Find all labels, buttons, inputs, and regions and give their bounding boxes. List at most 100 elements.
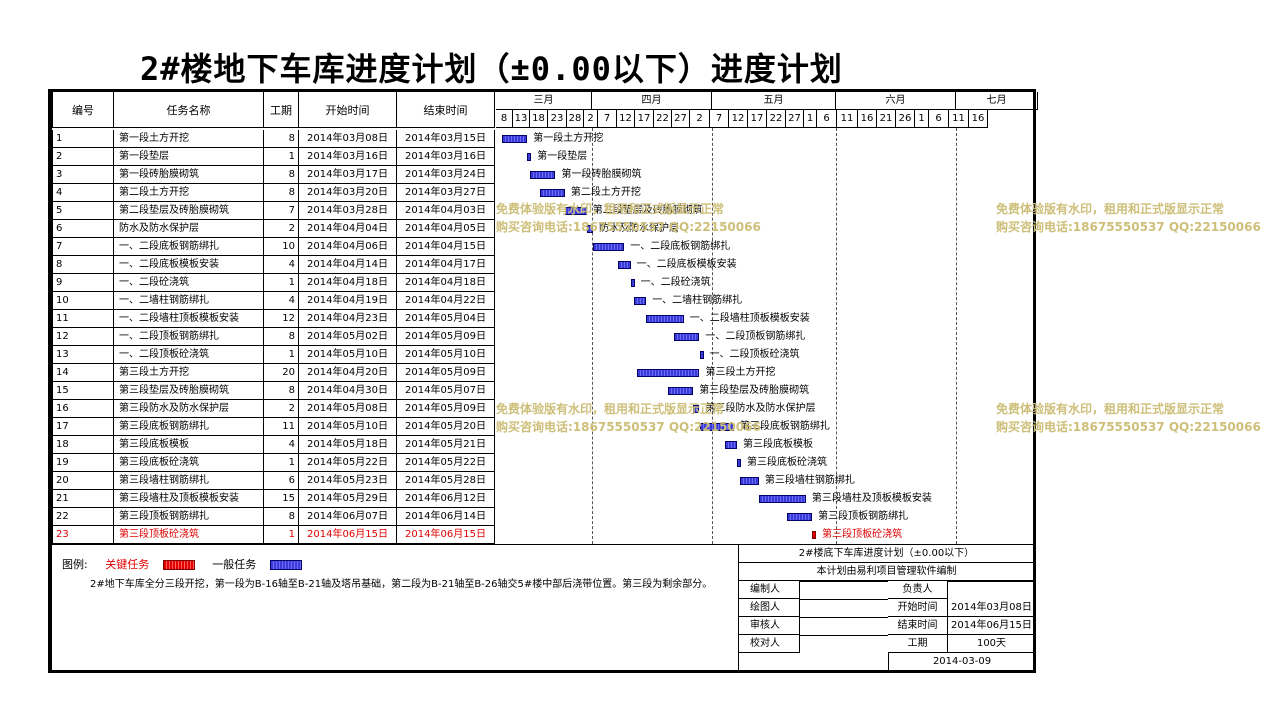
gantt-bar-label: 第三段防水及防水保护层 [705,403,816,414]
task-start: 2014年03月08日 [299,130,397,148]
task-no: 21 [52,490,114,508]
task-end: 2014年05月20日 [397,418,495,436]
task-duration: 8 [264,184,299,202]
legend-critical-label: 关键任务 [105,558,150,571]
notes: 2#地下车库全分三段开挖，第一段为B-16轴至B-21轴及塔吊基础，第二段为B-… [90,579,713,590]
task-no: 15 [52,382,114,400]
watermark-line1: 免费体验版有水印，租用和正式版显示正常 [996,402,1225,416]
header-duration: 工期 [264,92,299,128]
task-name: 一、二段墙柱顶板模板安装 [114,310,264,328]
watermark-2: 免费体验版有水印，租用和正式版显示正常 购买咨询电话:18675550537 Q… [996,200,1261,236]
task-duration: 7 [264,202,299,220]
header-name: 任务名称 [114,92,264,128]
task-no: 22 [52,508,114,526]
task-name: 第一段垫层 [114,148,264,166]
task-start: 2014年05月02日 [299,328,397,346]
legend-normal-swatch [269,560,302,570]
gantt-bar-label: 第三段顶板砼浇筑 [822,529,903,540]
task-no: 13 [52,346,114,364]
gantt-bar-label: 第三段土方开挖 [705,367,776,378]
month-header: 四月 [592,92,712,110]
task-name: 一、二段砼浇筑 [114,274,264,292]
task-name: 第三段土方开挖 [114,364,264,382]
task-name: 一、二段底板钢筋绑扎 [114,238,264,256]
task-end: 2014年06月15日 [397,526,495,544]
gantt-bar [787,513,813,521]
gantt-bar-label: 一、二段顶板钢筋绑扎 [705,331,806,342]
day-tick: 2 [690,110,710,128]
task-name: 一、二段顶板砼浇筑 [114,346,264,364]
info-end-value: 2014年06月15日 [948,617,1036,635]
day-tick: 28 [567,110,584,128]
task-start: 2014年05月10日 [299,418,397,436]
gantt-bar [636,369,700,377]
watermark-line1: 免费体验版有水印，租用和正式版显示正常 [496,402,725,416]
info-start-value: 2014年03月08日 [948,599,1036,617]
schedule-frame [48,89,1036,673]
task-name: 第二段土方开挖 [114,184,264,202]
task-end: 2014年04月18日 [397,274,495,292]
info-checker-label: 校对人 [738,635,800,653]
gantt-bar-label: 第三段墙柱钢筋绑扎 [764,475,855,486]
task-end: 2014年03月15日 [397,130,495,148]
task-start: 2014年04月04日 [299,220,397,238]
watermark-line2: 购买咨询电话:18675550537 QQ:22150066 [496,420,761,434]
day-tick: 17 [748,110,767,128]
page-title: 2#楼地下车库进度计划（±0.00以下）进度计划 [140,50,843,88]
gantt-bar [812,531,817,539]
task-end: 2014年05月10日 [397,346,495,364]
task-duration: 12 [264,310,299,328]
day-tick: 12 [617,110,635,128]
gantt-bar-label: 一、二墙柱钢筋绑扎 [652,295,743,306]
legend: 图例: 关键任务 一般任务 [62,556,302,572]
task-no: 8 [52,256,114,274]
info-owner-label: 负责人 [888,581,948,599]
task-end: 2014年06月14日 [397,508,495,526]
gantt-bar [593,243,625,251]
gantt-bar-label: 第二段土方开挖 [570,187,641,198]
task-start: 2014年04月19日 [299,292,397,310]
task-no: 10 [52,292,114,310]
task-end: 2014年04月22日 [397,292,495,310]
gantt-bar [740,477,759,485]
gantt-bar [724,441,737,449]
task-duration: 1 [264,346,299,364]
task-duration: 4 [264,436,299,454]
task-start: 2014年04月30日 [299,382,397,400]
gantt-bar [633,297,647,305]
gantt-bar-label: 一、二段顶板砼浇筑 [709,349,800,360]
gantt-bar [646,315,684,323]
task-start: 2014年03月20日 [299,184,397,202]
task-name: 第一段土方开挖 [114,130,264,148]
gantt-bar [527,153,532,161]
task-no: 17 [52,418,114,436]
bottom-divider [52,544,1036,545]
task-end: 2014年06月12日 [397,490,495,508]
info-title: 2#楼底下车库进度计划（±0.00以下） [738,545,1036,563]
task-start: 2014年05月29日 [299,490,397,508]
task-name: 第一段砖胎膜砌筑 [114,166,264,184]
task-no: 19 [52,454,114,472]
info-owner-value [948,581,1036,582]
task-start: 2014年04月20日 [299,364,397,382]
gantt-bar [539,189,565,197]
task-duration: 4 [264,256,299,274]
header-start: 开始时间 [299,92,397,128]
info-editor-label: 编制人 [738,581,800,599]
day-tick: 17 [635,110,654,128]
task-no: 23 [52,526,114,544]
day-tick: 26 [896,110,915,128]
day-tick: 16 [969,110,988,128]
task-start: 2014年06月15日 [299,526,397,544]
info-end-label: 结束时间 [888,617,948,635]
month-header: 五月 [712,92,836,110]
task-end: 2014年03月24日 [397,166,495,184]
gantt-bar [630,279,635,287]
task-end: 2014年04月03日 [397,202,495,220]
task-name: 第三段底板砼浇筑 [114,454,264,472]
task-no: 12 [52,328,114,346]
gantt-bar [502,135,528,143]
day-tick: 6 [929,110,949,128]
month-gridline [592,128,593,544]
gantt-bar [699,423,734,431]
